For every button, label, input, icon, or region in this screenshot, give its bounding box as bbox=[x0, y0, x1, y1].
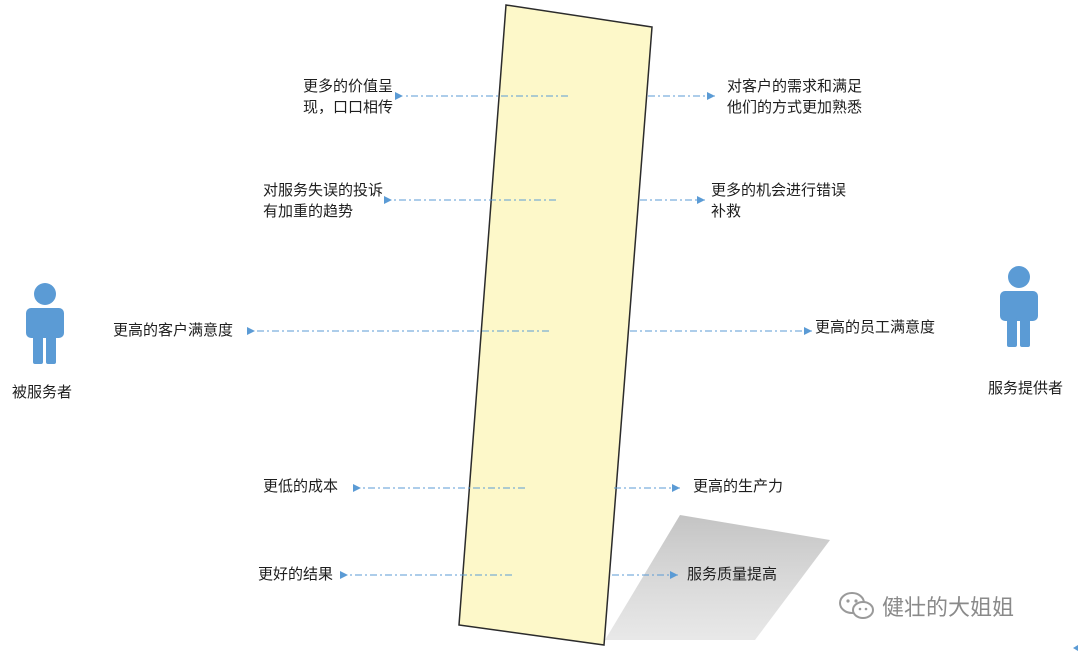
person-right-icon bbox=[1000, 266, 1038, 347]
left-arrows bbox=[247, 92, 568, 579]
right-label-1-line1: 对客户的需求和满足 bbox=[727, 77, 863, 95]
watermark: 健壮的大姐姐 bbox=[838, 590, 1014, 622]
left-label-2-line2: 有加重的趋势 bbox=[263, 202, 354, 220]
left-label-2-line1: 对服务失误的投诉 bbox=[263, 181, 384, 199]
panel-shadow bbox=[605, 515, 830, 640]
left-label-1-line1: 更多的价值呈 bbox=[302, 77, 393, 95]
wechat-icon bbox=[838, 591, 876, 621]
right-person-caption: 服务提供者 bbox=[988, 379, 1064, 397]
right-label-3-line1: 更高的员工满意度 bbox=[815, 318, 936, 336]
right-label-2: 更多的机会进行错误 补救 bbox=[711, 180, 846, 222]
watermark-text: 健壮的大姐姐 bbox=[882, 596, 1015, 621]
left-label-4: 更低的成本 bbox=[263, 476, 338, 497]
left-label-1-line2: 现，口口相传 bbox=[302, 98, 393, 116]
left-person-caption: 被服务者 bbox=[12, 383, 73, 401]
left-label-5-line1: 更好的结果 bbox=[258, 565, 334, 583]
corner-mark-icon bbox=[1073, 645, 1078, 651]
left-label-5: 更好的结果 bbox=[258, 564, 333, 585]
right-arrows bbox=[612, 92, 812, 579]
left-label-3: 更高的客户满意度 bbox=[113, 320, 233, 341]
left-label-1: 更多的价值呈 现，口口相传 bbox=[278, 76, 393, 118]
right-label-3: 更高的员工满意度 bbox=[815, 317, 935, 338]
right-label-5: 服务质量提高 bbox=[687, 564, 777, 585]
right-label-5-line1: 服务质量提高 bbox=[687, 565, 778, 583]
right-label-4-line1: 更高的生产力 bbox=[693, 477, 784, 495]
right-label-1: 对客户的需求和满足 他们的方式更加熟悉 bbox=[727, 76, 862, 118]
person-left-icon bbox=[26, 283, 64, 364]
left-label-2: 对服务失误的投诉 有加重的趋势 bbox=[263, 180, 383, 222]
left-label-3-line1: 更高的客户满意度 bbox=[113, 321, 234, 339]
right-label-4: 更高的生产力 bbox=[693, 476, 783, 497]
left-label-4-line1: 更低的成本 bbox=[263, 477, 339, 495]
right-label-2-line2: 补救 bbox=[711, 202, 742, 220]
central-panel bbox=[458, 4, 653, 646]
right-label-2-line1: 更多的机会进行错误 bbox=[711, 181, 847, 199]
right-label-1-line2: 他们的方式更加熟悉 bbox=[727, 98, 863, 116]
